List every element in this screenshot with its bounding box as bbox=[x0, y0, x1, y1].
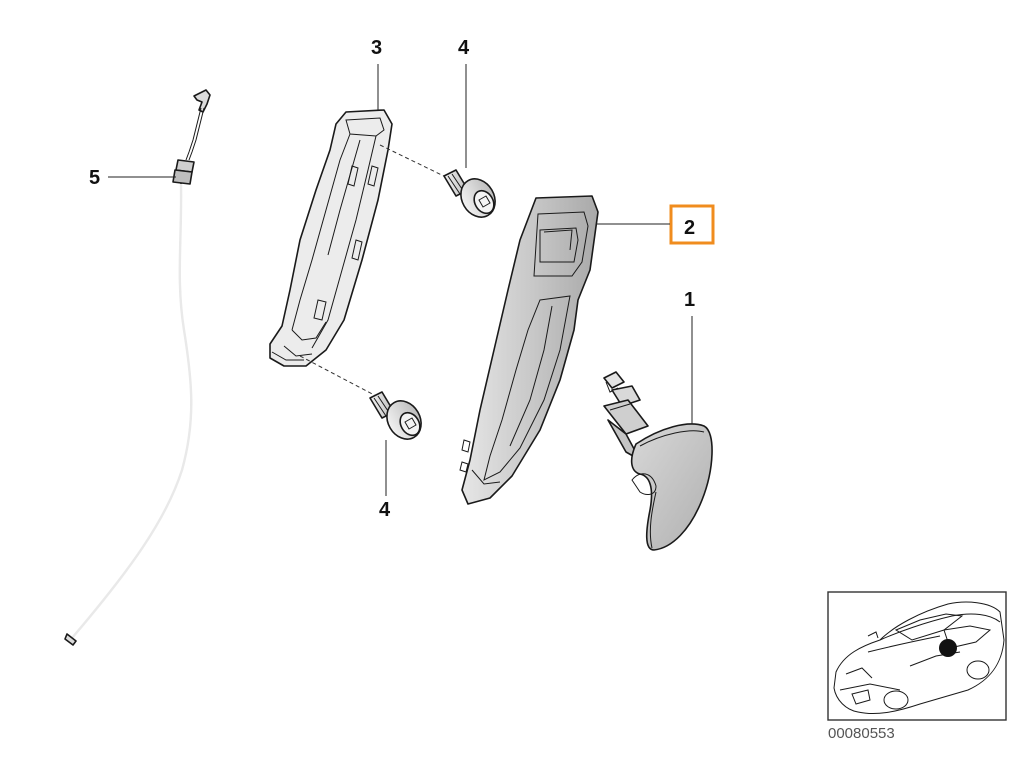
assembly-line-bottom bbox=[299, 355, 381, 399]
position-dot-icon bbox=[939, 639, 957, 657]
part-5-bowden-cable[interactable] bbox=[64, 89, 211, 646]
diagram-code: 00080553 bbox=[828, 725, 895, 742]
callout-1: 1 bbox=[684, 289, 695, 311]
callout-4-top: 4 bbox=[458, 37, 470, 59]
part-4-bolt-top[interactable] bbox=[443, 169, 502, 223]
callout-4-bottom: 4 bbox=[379, 499, 391, 521]
assembly-line-top bbox=[379, 144, 453, 181]
part-4-bolt-bottom[interactable] bbox=[369, 391, 428, 445]
part-2-door-handle[interactable] bbox=[459, 195, 599, 505]
part-1-handle-cap[interactable] bbox=[603, 371, 713, 551]
part-3-handle-carrier[interactable] bbox=[269, 109, 393, 367]
callout-3: 3 bbox=[371, 37, 382, 59]
car-locator-icon bbox=[827, 591, 1007, 721]
callout-5: 5 bbox=[89, 167, 100, 189]
selected-part-highlight[interactable] bbox=[669, 204, 715, 245]
callout-2[interactable]: 2 bbox=[684, 217, 695, 239]
